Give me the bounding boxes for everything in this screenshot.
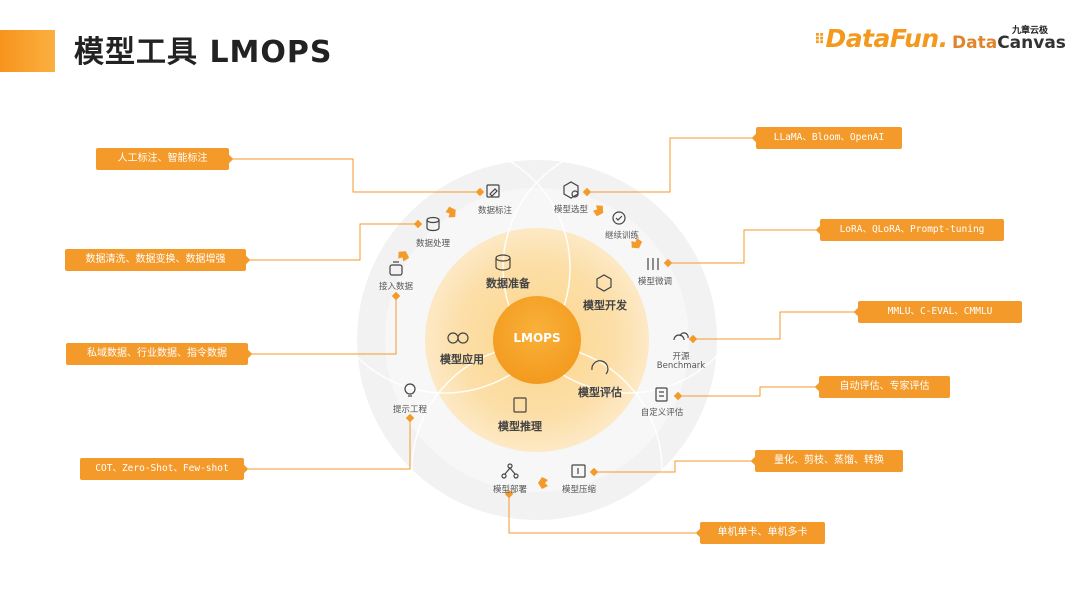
phase-model-app: 模型应用 (440, 353, 484, 366)
node-model-deploy: 模型部署 (492, 485, 528, 495)
node-prompt-engineering: 提示工程 (392, 405, 428, 415)
node-continued-training: 继续训练 (604, 231, 640, 241)
tag-base-models: LLaMA、Bloom、OpenAI (756, 127, 902, 149)
model-eval-icon (591, 360, 609, 375)
node-model-compress: 模型压缩 (561, 485, 597, 495)
tag-prompt-methods: COT、Zero-Shot、Few-shot (80, 458, 244, 480)
model-infer-icon (513, 397, 527, 413)
compress-icon (571, 464, 586, 478)
node-custom-eval: 自定义评估 (640, 408, 684, 418)
lightbulb-icon (404, 383, 416, 395)
node-model-finetune: 模型微调 (637, 277, 673, 287)
phase-data-prep: 数据准备 (486, 277, 530, 290)
page-title: 模型工具 LMOPS (74, 35, 333, 70)
title-accent-bar (0, 30, 55, 72)
tag-private-data: 私域数据、行业数据、指令数据 (66, 343, 248, 365)
node-open-benchmark-1: 开源 (672, 352, 690, 362)
edit-icon (486, 184, 500, 198)
datacanvas-logo: DataCanvas (952, 33, 1066, 53)
center-label: LMOPS (513, 331, 561, 345)
tag-data-clean: 数据清洗、数据变换、数据增强 (65, 249, 246, 271)
tag-deploy-methods: 单机单卡、单机多卡 (700, 522, 825, 544)
tag-tuning-methods: LoRA、QLoRA、Prompt-tuning (820, 219, 1004, 241)
phase-model-dev: 模型开发 (583, 299, 627, 312)
center-circle (493, 296, 581, 384)
cloud-icon (673, 334, 685, 341)
node-data-processing: 数据处理 (415, 239, 451, 249)
document-icon (655, 387, 668, 402)
node-data-access: 接入数据 (378, 282, 414, 292)
datafun-logo: ⠿DataFun. (814, 24, 948, 53)
tag-labeling: 人工标注、智能标注 (96, 148, 229, 170)
node-data-labeling: 数据标注 (477, 206, 513, 216)
import-icon (389, 264, 403, 276)
tag-benchmarks: MMLU、C-EVAL、CMMLU (858, 301, 1022, 323)
phase-model-eval: 模型评估 (578, 386, 622, 399)
tag-eval-methods: 自动评估、专家评估 (819, 376, 950, 398)
tag-compress-methods: 量化、剪枝、蒸馏、转换 (755, 450, 903, 472)
training-icon (612, 211, 626, 225)
phase-model-infer: 模型推理 (498, 420, 542, 433)
node-open-benchmark-2: Benchmark (656, 361, 706, 371)
node-model-selection: 模型选型 (553, 205, 589, 215)
datacanvas-cn-label: 九章云极 (1012, 26, 1049, 36)
model-dev-icon (596, 274, 612, 292)
